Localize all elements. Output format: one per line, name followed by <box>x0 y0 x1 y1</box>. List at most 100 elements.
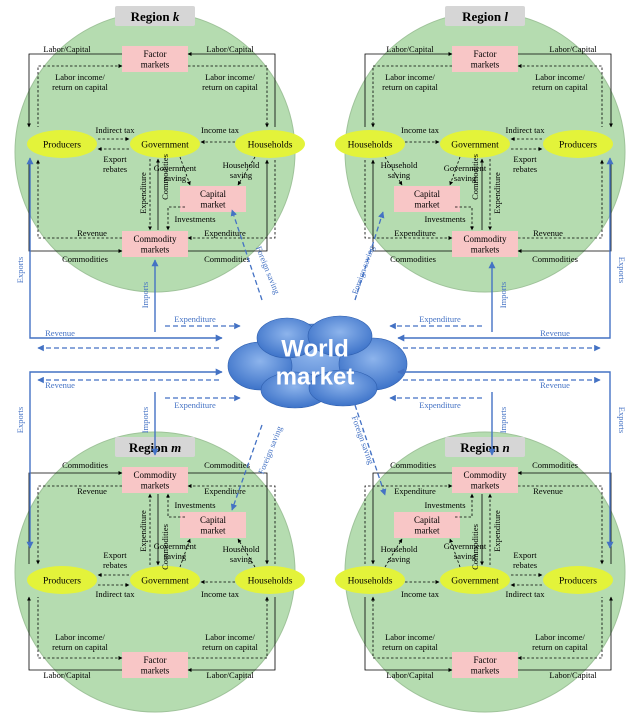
expenditure-label-n: Expenditure <box>419 400 461 410</box>
flow-arrow <box>354 211 385 301</box>
flow-arrow <box>187 52 276 127</box>
region-title-box <box>445 6 525 26</box>
households-node <box>235 566 305 594</box>
flow-label: Commodities <box>62 254 108 264</box>
flow-label: Labor/Capital <box>43 670 91 680</box>
revenue-label-l: Revenue <box>540 328 570 338</box>
producers-node-label: Producers <box>559 576 597 586</box>
region-title: Region k <box>131 9 180 24</box>
government-node-label: Government <box>451 576 499 586</box>
households-node-label: Households <box>248 576 293 586</box>
flow-arrow <box>237 156 256 186</box>
producers-node <box>27 130 97 158</box>
producers-node <box>543 130 613 158</box>
households-node <box>335 566 405 594</box>
government-node-label: Government <box>141 140 189 150</box>
flow-arrow <box>187 597 276 672</box>
flow-label: Labor/Capital <box>206 44 254 54</box>
cloud-puff <box>308 369 378 407</box>
flow-label: Expenditure <box>394 486 436 496</box>
factor-markets-box <box>122 46 188 72</box>
flow-arrow <box>188 596 269 659</box>
flow-label: Commodities <box>160 524 170 570</box>
flow-label: Commodities <box>204 254 250 264</box>
flow-label: Income tax <box>401 589 440 599</box>
flow-label: Investments <box>424 214 465 224</box>
flow-label: Investments <box>174 500 215 510</box>
factor-markets-box <box>122 652 188 678</box>
flow-label: Investments <box>424 500 465 510</box>
flow-label: Revenue <box>533 486 563 496</box>
expenditure-label-k: Expenditure <box>174 314 216 324</box>
flow-label: Commodities <box>470 154 480 200</box>
producers-node-label: Producers <box>43 576 81 586</box>
region-title-box <box>115 6 195 26</box>
foreign-saving-label-n: Foreign saving <box>350 414 377 466</box>
flow-arrow <box>371 596 452 659</box>
flow-label: Labor/Capital <box>386 44 434 54</box>
flow-label: Labor income/return on capital <box>382 632 438 652</box>
flow-label: Labor income/return on capital <box>52 72 108 92</box>
imports-label-l: Imports <box>498 282 508 308</box>
government-node-label: Government <box>451 140 499 150</box>
households-node <box>235 130 305 158</box>
flow-arrow <box>397 368 614 549</box>
flow-label: Income tax <box>201 125 240 135</box>
world-label-1: World <box>281 335 349 362</box>
flow-label: Revenue <box>533 228 563 238</box>
flow-label: Labor/Capital <box>206 670 254 680</box>
flow-label: Commodities <box>204 460 250 470</box>
flow-label: Commodities <box>160 154 170 200</box>
flow-label: Labor income/return on capital <box>52 632 108 652</box>
flow-label: Commodities <box>390 460 436 470</box>
imports-label-n: Imports <box>498 407 508 433</box>
flow-arrow <box>27 596 122 671</box>
producers-node-label: Producers <box>43 140 81 150</box>
government-node <box>440 566 510 594</box>
factor-markets-box <box>452 652 518 678</box>
flow-arrow <box>26 368 223 549</box>
households-node-label: Households <box>348 140 393 150</box>
flow-arrow <box>517 64 603 127</box>
flow-label: Labor income/return on capital <box>532 72 588 92</box>
flow-arrow <box>26 157 223 342</box>
flow-label: Income tax <box>401 125 440 135</box>
flow-label: Labor income/return on capital <box>202 72 258 92</box>
flow-label: Expenditure <box>138 510 148 552</box>
flow-label: Expenditure <box>492 510 502 552</box>
imports-label-m: Imports <box>140 407 150 433</box>
flow-label: Commodities <box>532 254 578 264</box>
flow-label: Expenditure <box>204 486 246 496</box>
flow-arrow <box>364 597 453 672</box>
cloud-puff <box>307 315 373 357</box>
revenue-label-n: Revenue <box>540 380 570 390</box>
producers-node <box>27 566 97 594</box>
flow-label: Indirect tax <box>506 125 546 135</box>
government-node <box>440 130 510 158</box>
flow-arrow <box>230 424 263 511</box>
flow-label: Labor income/return on capital <box>532 632 588 652</box>
households-node-label: Households <box>248 140 293 150</box>
flow-arrow <box>397 157 614 342</box>
revenue-label-m: Revenue <box>45 380 75 390</box>
flow-arrow <box>517 597 603 660</box>
imports-label-k: Imports <box>140 282 150 308</box>
government-node <box>130 566 200 594</box>
world-label-2: market <box>276 363 355 390</box>
flow-label: Indirect tax <box>96 125 136 135</box>
foreign-saving-label-m: Foreign saving <box>256 424 285 476</box>
flow-label: Expenditure <box>138 172 148 214</box>
expenditure-label-l: Expenditure <box>419 314 461 324</box>
flow-arrow <box>518 596 613 671</box>
flow-arrow <box>37 597 123 660</box>
flow-label: Revenue <box>77 228 107 238</box>
flow-label: Commodities <box>470 524 480 570</box>
